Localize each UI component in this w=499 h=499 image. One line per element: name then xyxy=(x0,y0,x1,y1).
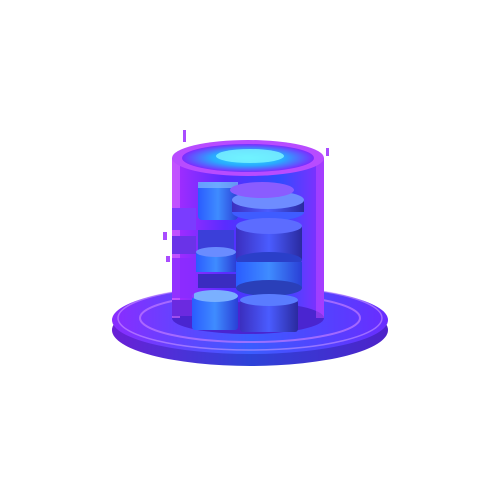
ring-band-left-lower xyxy=(172,258,194,316)
side-details xyxy=(163,130,329,262)
ring-band-left xyxy=(172,208,196,254)
disk-block-upper-left xyxy=(198,182,238,220)
disk-stack-mid-right xyxy=(236,218,302,296)
glowing-top xyxy=(172,140,324,176)
disk-stack-lower xyxy=(192,290,298,332)
disk-stack-upper-right xyxy=(230,182,304,221)
stacked-disks xyxy=(172,182,304,332)
disk-stack-mid-left xyxy=(196,230,236,288)
